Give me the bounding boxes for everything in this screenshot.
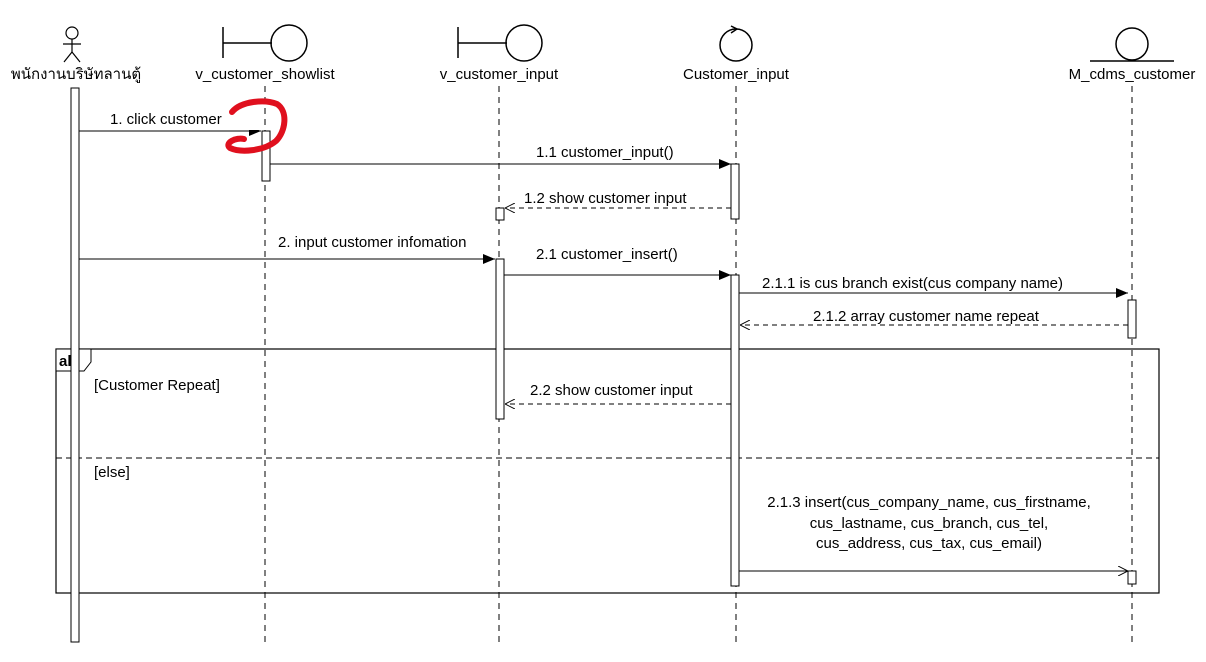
- alt-guard-else: [else]: [94, 464, 130, 481]
- message-label-2-1-3-line1: 2.1.3 insert(cus_company_name, cus_first…: [767, 494, 1091, 511]
- activation-showlist: [261, 130, 271, 182]
- message-label-2-1: 2.1 customer_insert(): [536, 246, 678, 263]
- message-label-2-1-3-line3: cus_address, cus_tax, cus_email): [816, 535, 1042, 552]
- annotation-mask: [227, 108, 259, 130]
- control-icon: [719, 25, 753, 62]
- message-label-2-1-2: 2.1.2 array customer name repeat: [813, 308, 1040, 325]
- message-label-2-2: 2.2 show customer input: [530, 382, 693, 399]
- activation-control-1: [730, 163, 740, 220]
- entity-icon: [1090, 27, 1174, 62]
- participant-control-label: Customer_input: [683, 66, 790, 83]
- participant-showlist-label: v_customer_showlist: [195, 66, 335, 83]
- participant-entity-label: M_cdms_customer: [1069, 66, 1196, 83]
- message-label-2-1-3-line2: cus_lastname, cus_branch, cus_tel,: [810, 515, 1048, 532]
- actor-icon: [63, 26, 81, 63]
- boundary-icon-input: [457, 24, 543, 62]
- message-label-2: 2. input customer infomation: [278, 234, 466, 251]
- activation-entity-1: [1127, 299, 1137, 339]
- activation-actor: [70, 87, 80, 643]
- red-annotation-circle: [225, 98, 288, 154]
- activation-input-1: [495, 207, 505, 221]
- alt-guard-customer-repeat: [Customer Repeat]: [94, 377, 220, 394]
- message-label-2-1-1: 2.1.1 is cus branch exist(cus company na…: [762, 275, 1063, 292]
- activation-control-2: [730, 274, 740, 587]
- boundary-icon-showlist: [222, 24, 308, 62]
- activation-input-2: [495, 258, 505, 420]
- participant-input-label: v_customer_input: [440, 66, 559, 83]
- message-label-1-2: 1.2 show customer input: [524, 190, 687, 207]
- message-label-1-1: 1.1 customer_input(): [536, 144, 674, 161]
- message-label-1: 1. click customer: [110, 111, 222, 128]
- alt-fragment: [55, 348, 1160, 594]
- participant-actor-label: พนักงานบริษัทลานตู้: [11, 66, 141, 83]
- activation-entity-2: [1127, 570, 1137, 585]
